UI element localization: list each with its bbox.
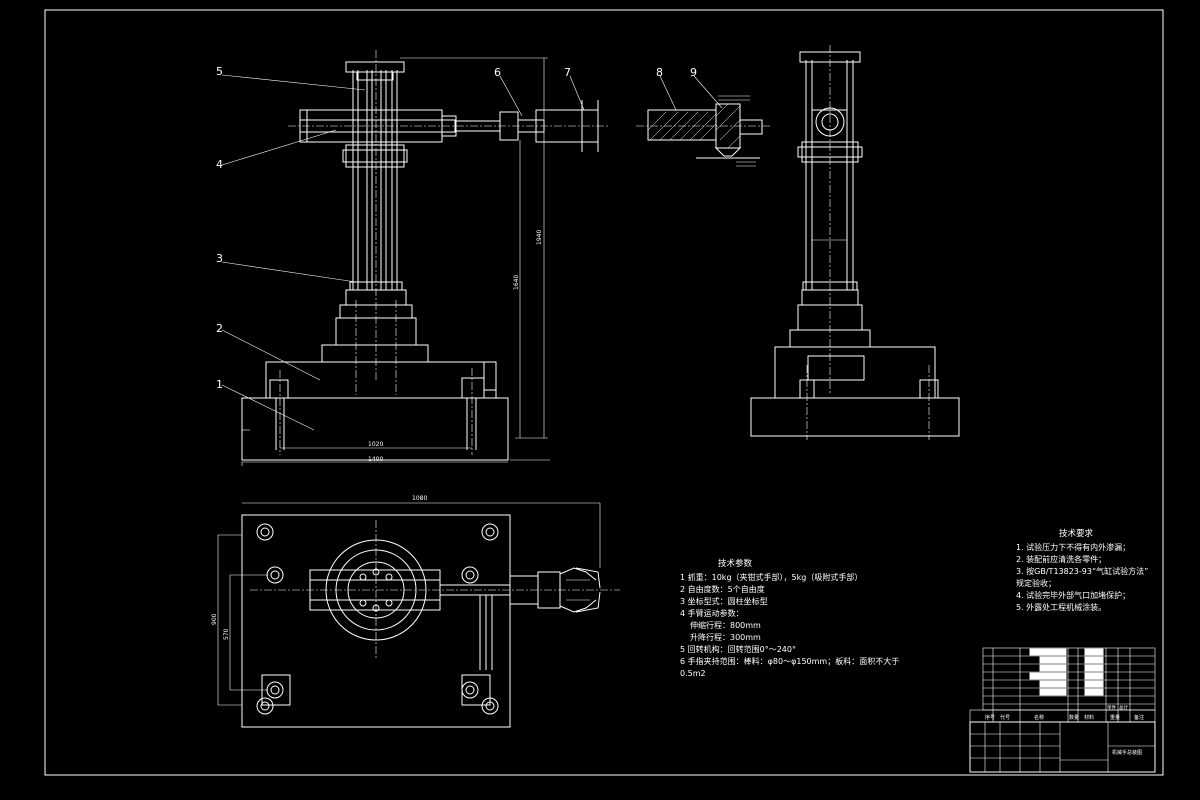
tech-param-line: 2 自由度数：5个自由度 — [680, 585, 765, 594]
dim-1400: 1400 — [368, 456, 383, 463]
dim-1080: 1080 — [412, 495, 427, 502]
tech-req-line: 4. 试验完毕外部气口加堵保护； — [1016, 591, 1131, 600]
tech-req-line: 3. 按GB/T13823-93“气缸试验方法” — [1016, 567, 1149, 576]
tb-col-total: 总计 — [1119, 704, 1128, 711]
tech-param-line: 5 回转机构：回转范围0°～240° — [680, 645, 796, 654]
label-8: 8 — [656, 66, 663, 79]
tech-param-line: 0.5m2 — [680, 669, 706, 678]
label-3: 3 — [216, 252, 223, 265]
side-view — [750, 45, 960, 440]
dim-1640: 1640 — [513, 275, 520, 290]
tb-col-qty: 数量 — [1069, 714, 1079, 721]
detail-view: 8 9 — [636, 66, 770, 167]
tb-col-name: 名称 — [1034, 714, 1044, 721]
tb-col-seq: 序号 — [985, 714, 995, 721]
tech-param-line: 1 抓重：10kg（夹钳式手部），5kg（吸附式手部） — [680, 573, 863, 582]
tb-drawing-title: 机械手总装图 — [1112, 749, 1142, 756]
label-9: 9 — [690, 66, 697, 79]
front-view: 5 4 3 2 1 6 7 1940 1640 1020 1400 — [216, 50, 610, 466]
plan-view: 1080 900 570 — [211, 495, 620, 728]
tb-col-weight: 单件 — [1107, 704, 1116, 711]
tech-params-title: 技术参数 — [717, 559, 752, 569]
label-4: 4 — [216, 158, 223, 171]
tb-col-weight-group: 重量 — [1110, 714, 1120, 721]
tech-requirements: 技术要求 1. 试验压力下不得有内外渗漏； 2. 装配前应清洗各零件； 3. 按… — [1016, 528, 1148, 614]
label-6: 6 — [494, 66, 501, 79]
label-5: 5 — [216, 65, 223, 78]
dim-1940: 1940 — [536, 230, 543, 245]
tech-param-line: 4 手臂运动参数： — [680, 609, 744, 618]
drawing-frame — [44, 9, 1164, 776]
label-7: 7 — [564, 66, 571, 79]
tech-req-line: 规定验收； — [1016, 579, 1056, 588]
tech-req-line: 2. 装配前应清洗各零件； — [1016, 555, 1107, 564]
tech-param-line: 3 坐标型式：圆柱坐标型 — [680, 597, 768, 606]
label-1: 1 — [216, 378, 223, 391]
tech-params: 技术参数 1 抓重：10kg（夹钳式手部），5kg（吸附式手部） 2 自由度数：… — [680, 558, 899, 680]
dim-1020: 1020 — [368, 441, 383, 448]
tech-param-line: 升降行程：300mm — [690, 633, 761, 642]
dim-900: 900 — [211, 613, 218, 625]
tech-req-title: 技术要求 — [1058, 529, 1093, 539]
tb-col-code: 代号 — [1000, 714, 1010, 721]
tb-col-remark: 备注 — [1134, 714, 1144, 721]
label-2: 2 — [216, 322, 223, 335]
tech-param-line: 伸缩行程：800mm — [690, 621, 761, 630]
tech-req-line: 1. 试验压力下不得有内外渗漏； — [1016, 543, 1131, 552]
tech-req-line: 5. 外露处工程机械涂装。 — [1016, 603, 1107, 612]
tb-col-material: 材料 — [1084, 714, 1094, 721]
tech-param-line: 6 手指夹持范围：棒料：φ80～φ150mm；板料：面积不大于 — [680, 657, 900, 666]
dim-570: 570 — [223, 628, 230, 640]
title-block: 序号 代号 名称 数量 材料 单件 总计 重量 备注 机械手总装图 — [969, 647, 1156, 773]
